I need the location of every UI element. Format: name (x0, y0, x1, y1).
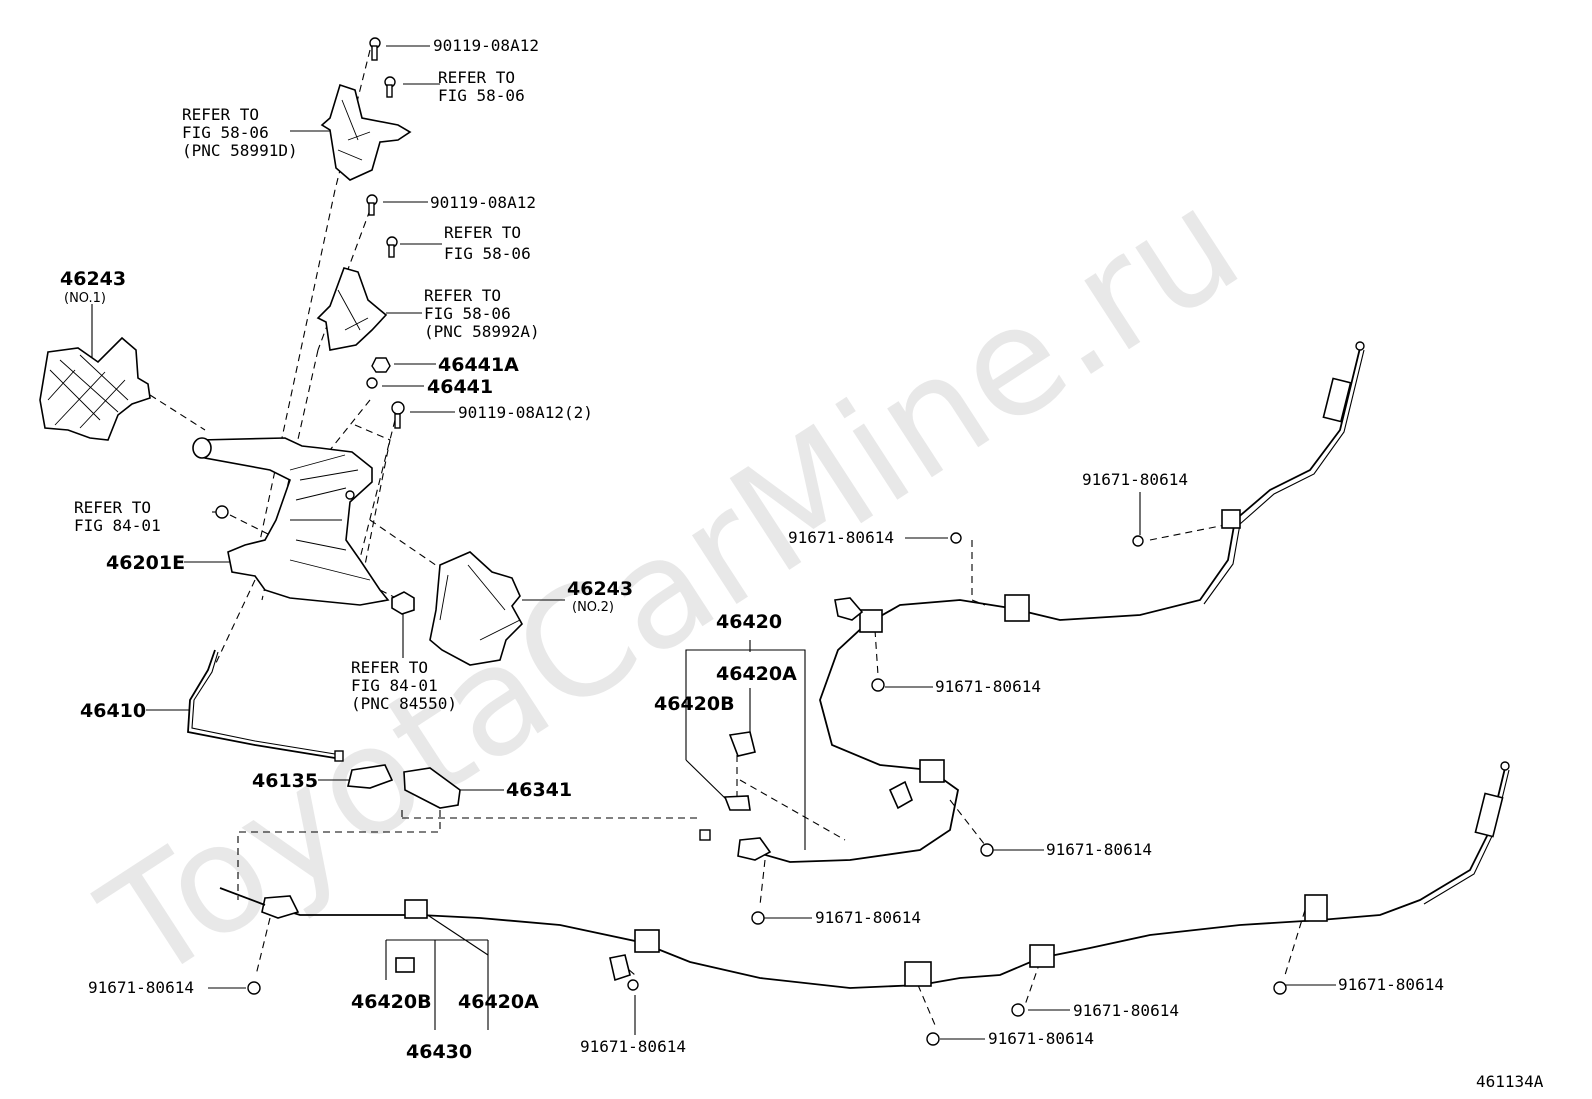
label-refer-left-3: (PNC 58991D) (182, 141, 298, 160)
label-46201E: 46201E (106, 552, 185, 574)
label-bolt-mid: 90119-08A12 (430, 193, 536, 212)
label-46420A-top: 46420A (716, 663, 797, 685)
label-46420B-bot: 46420B (351, 991, 432, 1013)
label-refer-top-right-1: REFER TO (438, 68, 515, 87)
console-cover-no2 (429, 551, 523, 666)
equalizer (346, 764, 461, 809)
callout-labels: 90119-08A12 REFER TO FIG 58-06 REFER TO … (60, 36, 1544, 1091)
label-refer-84b-1: REFER TO (351, 658, 428, 677)
label-46430: 46430 (406, 1041, 472, 1063)
right-rear-cable (699, 341, 1365, 863)
label-46135: 46135 (252, 770, 318, 792)
label-refer-84-2: FIG 84-01 (74, 516, 161, 535)
label-clip-rt-1: 91671-80614 (1082, 470, 1188, 489)
label-46420A-bot: 46420A (458, 991, 539, 1013)
label-refer-mid-1: REFER TO (444, 223, 521, 242)
label-refer-mid-2: FIG 58-06 (444, 244, 531, 263)
leader-lines (91, 45, 1336, 1040)
label-46243-no1: 46243 (60, 268, 126, 290)
label-bolt-lever: 90119-08A12(2) (458, 403, 593, 422)
label-refer-84b-3: (PNC 84550) (351, 694, 457, 713)
left-rear-cable (219, 761, 1510, 989)
front-cable (187, 649, 344, 762)
label-refer-top-right-2: FIG 58-06 (438, 86, 525, 105)
label-refer-left-1: REFER TO (182, 105, 259, 124)
connector-clamp (391, 591, 415, 615)
label-refer-84b-2: FIG 84-01 (351, 676, 438, 695)
label-46243-no2: 46243 (567, 578, 633, 600)
label-46410: 46410 (80, 700, 146, 722)
label-46441A: 46441A (438, 354, 519, 376)
label-bolt-top: 90119-08A12 (433, 36, 539, 55)
label-clip-b3: 91671-80614 (988, 1029, 1094, 1048)
label-refer-84-1: REFER TO (74, 498, 151, 517)
label-46341: 46341 (506, 779, 572, 801)
label-clip-rt-4: 91671-80614 (1046, 840, 1152, 859)
upper-bracket (320, 83, 412, 181)
parking-brake-lever (192, 437, 390, 606)
label-clip-rt-5: 91671-80614 (815, 908, 921, 927)
label-46243-no2-sub: (NO.2) (572, 600, 614, 615)
label-refer-bracket-3: (PNC 58992A) (424, 322, 540, 341)
label-clip-rt-2: 91671-80614 (788, 528, 894, 547)
label-clip-rt-3: 91671-80614 (935, 677, 1041, 696)
watermark: ToyotaCarMine.ru (74, 156, 1269, 1016)
label-clip-b1: 91671-80614 (580, 1037, 686, 1056)
label-46441: 46441 (427, 376, 493, 398)
label-refer-bracket-1: REFER TO (424, 286, 501, 305)
middle-bracket (316, 267, 388, 351)
label-46420: 46420 (716, 611, 782, 633)
console-cover-no1 (39, 336, 151, 441)
bolts (215, 37, 1287, 1046)
label-clip-bl: 91671-80614 (88, 978, 194, 997)
label-46420B-top: 46420B (654, 693, 735, 715)
label-clip-b2: 91671-80614 (1073, 1001, 1179, 1020)
label-refer-left-2: FIG 58-06 (182, 123, 269, 142)
figure-id: 461134A (1476, 1072, 1544, 1091)
label-refer-bracket-2: FIG 58-06 (424, 304, 511, 323)
label-46243-no1-sub: (NO.1) (64, 291, 106, 306)
label-clip-b4: 91671-80614 (1338, 975, 1444, 994)
